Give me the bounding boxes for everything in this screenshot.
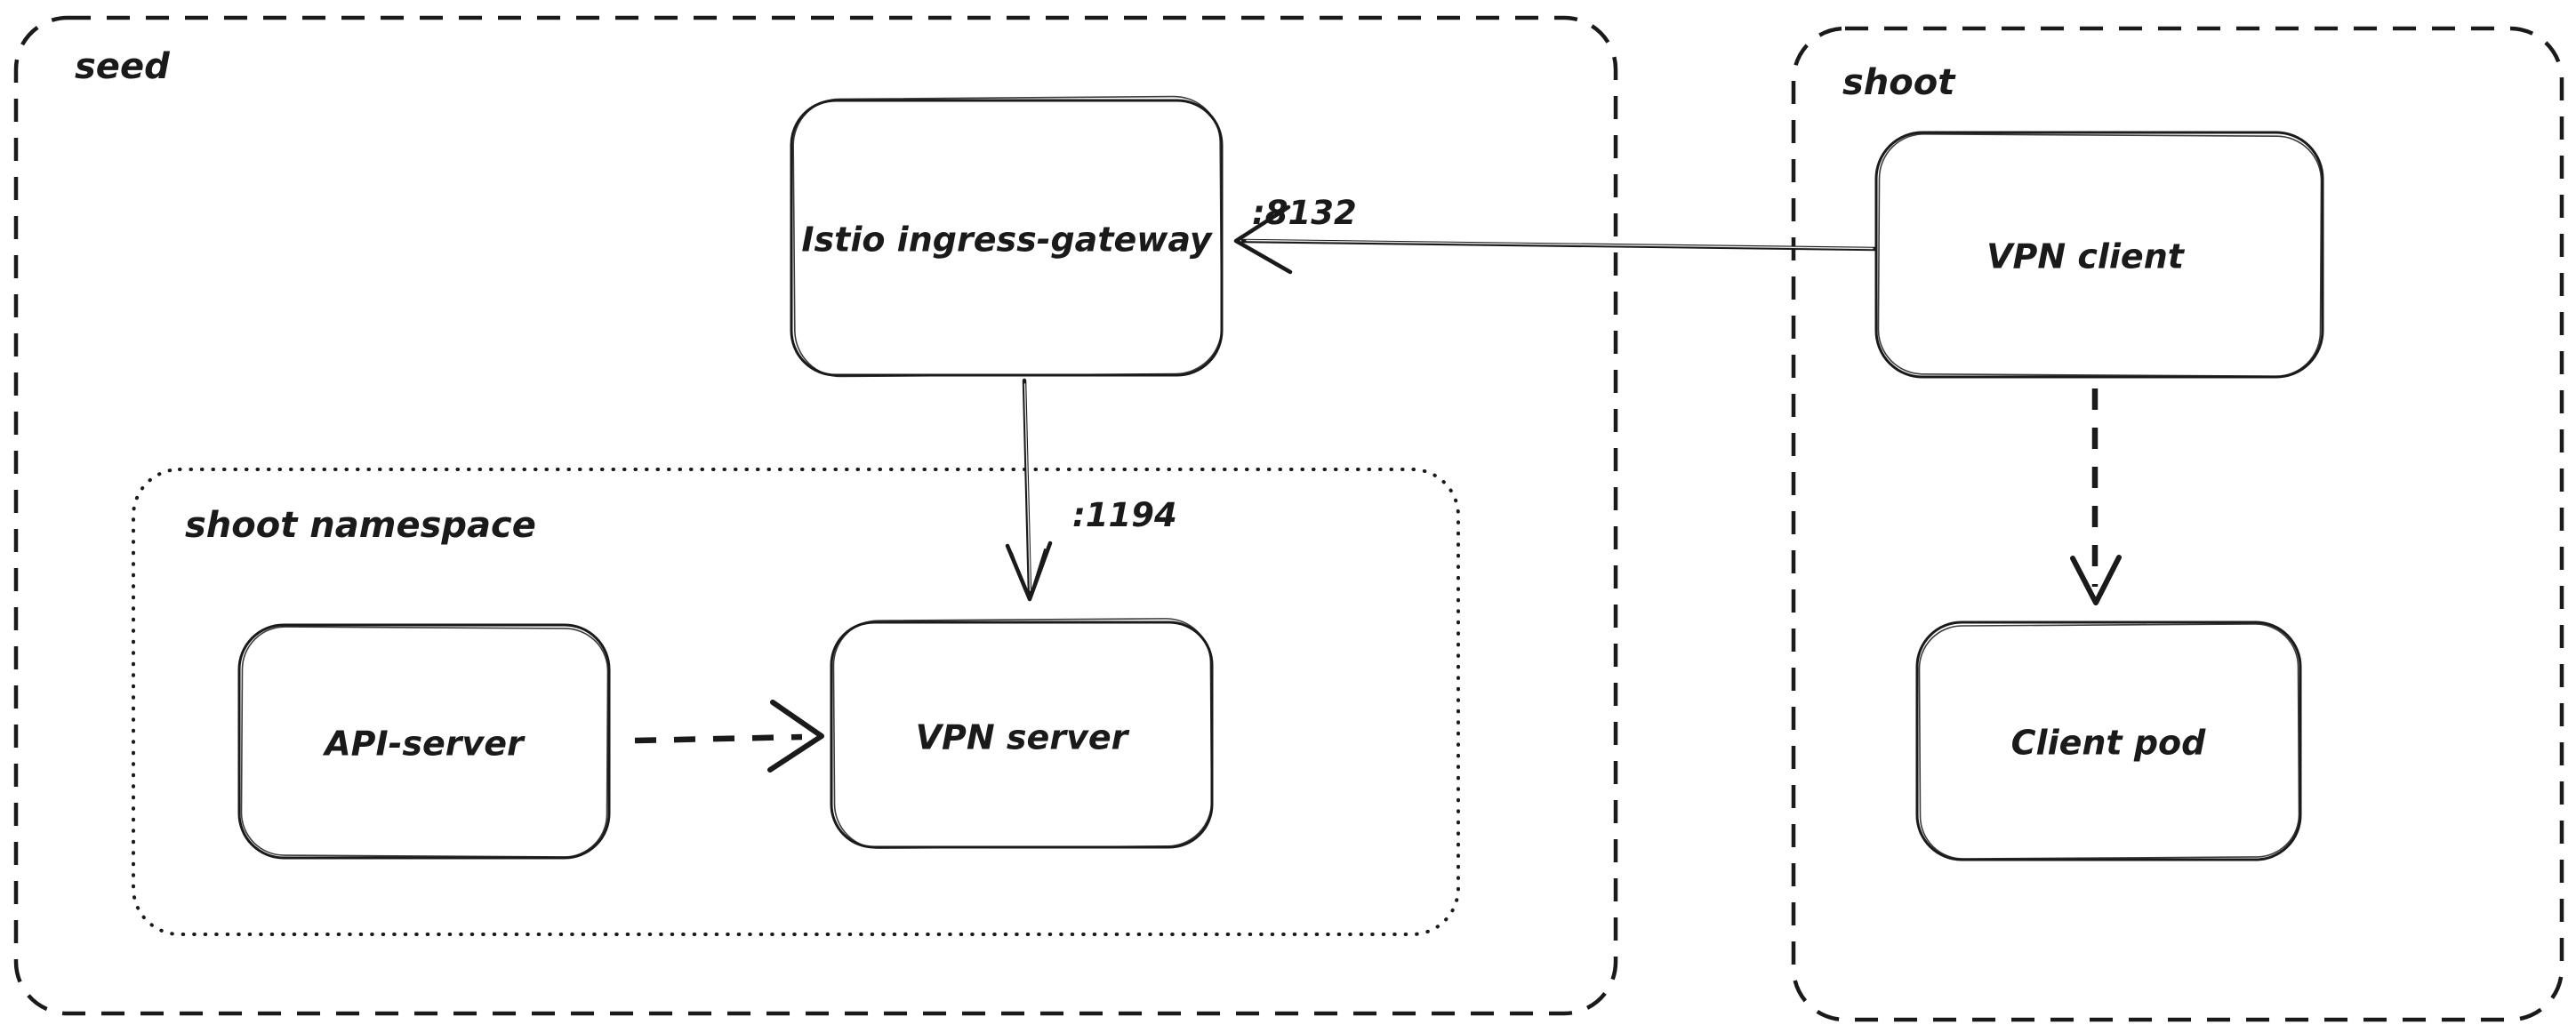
edge-vpn-client-to-client-pod[interactable] [2070,388,2122,605]
node-box-overdraw [1918,623,2300,860]
edge-dashed-line [634,733,803,744]
arrowhead-overdraw-icon [2076,565,2093,598]
arrowhead-right-icon [767,700,824,773]
edge-api-server-to-vpn-server[interactable] [634,700,824,773]
container-seed-label: seed [75,46,170,87]
edge-line-highlight [1023,383,1031,591]
container-shoot[interactable]: shoot [1791,26,2564,1022]
node-box-overdraw [1877,132,2323,378]
shoot-container-border [1791,26,2564,1022]
arrowhead-overdraw-icon [1239,211,1285,238]
node-vpn-server-label: VPN server [916,718,1130,757]
container-shoot-label: shoot [1842,62,1956,103]
edge-line-highlight [1246,239,1874,250]
edge-port-label-1194: :1194 [1072,496,1177,534]
arrowhead-overdraw-icon [1011,549,1046,595]
node-box-overdraw [832,618,1213,849]
shoot-namespace-container-border [132,468,1460,936]
node-istio-ingress-gateway[interactable]: Istio ingress-gateway [790,95,1224,378]
edge-port-label-8132: :8132 [1252,194,1357,232]
node-api-server[interactable]: API-server [237,623,611,860]
node-api-server-label: API-server [322,725,526,764]
container-shoot-namespace[interactable]: shoot namespace [132,468,1460,936]
node-box-overdraw [240,626,609,858]
edge-istio-to-vpn-server[interactable]: :1194 [1005,378,1177,602]
node-box-overdraw [792,95,1223,378]
node-vpn-server[interactable]: VPN server [830,618,1214,849]
seed-container-border [13,15,1618,1016]
node-vpn-client[interactable]: VPN client [1874,131,2324,379]
node-box [1915,621,2302,861]
node-box [237,623,611,860]
container-seed[interactable]: seed [13,15,1618,1016]
node-client-pod[interactable]: Client pod [1915,621,2302,861]
node-istio-label: Istio ingress-gateway [801,220,1213,260]
edge-vpn-client-to-istio[interactable]: :8132 [1233,194,1879,275]
container-shoot-namespace-label: shoot namespace [185,505,536,546]
node-box [1874,131,2324,379]
node-client-pod-label: Client pod [2011,724,2206,763]
node-vpn-client-label: VPN client [1986,237,2186,276]
